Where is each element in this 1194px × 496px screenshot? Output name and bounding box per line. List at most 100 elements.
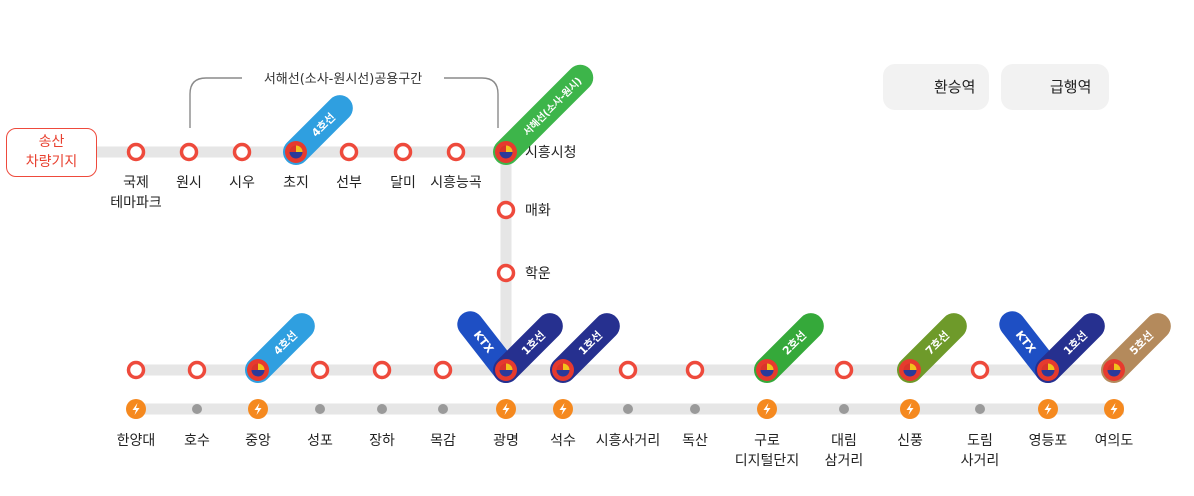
express-marker [900,399,920,419]
station-label: 선부 [336,175,362,191]
transfer-marker-blue [1041,370,1055,377]
station-label: 학운 [525,266,551,282]
station-marker [126,142,146,162]
transfer-marker-red [289,145,296,152]
transfer-marker-yellow [563,363,570,370]
station-label: 한양대 [117,433,156,449]
legend-transfer [883,64,989,110]
depot-line1: 송산 [38,134,65,150]
station-label: 성포 [307,433,333,449]
station-marker [187,360,207,380]
express-marker [126,399,146,419]
express-marker [1038,399,1058,419]
station-label: 달미 [390,175,416,191]
transfer-marker [247,359,269,381]
express-bolt-icon [1044,403,1052,415]
transfer-marker-yellow [506,145,513,152]
transfer-marker-yellow [1048,363,1055,370]
transfer-marker-red [251,363,258,370]
express-bolt-icon [1110,403,1118,415]
express-bolt-icon [502,403,510,415]
station-label: 여의도 [1095,433,1134,449]
legend-express [1001,64,1109,110]
station-marker [433,360,453,380]
local-dot [438,404,448,414]
transfer-marker-blue [760,370,774,377]
line-badge-pill [493,64,594,165]
line-badge-label: 서해선(소사-원시) [520,74,584,138]
station-label: 시흥능곡 [430,175,482,191]
station-marker [372,360,392,380]
transfer-marker-blue [289,152,303,159]
station-label: 국제 [123,175,149,191]
transfer-marker-red [1041,363,1048,370]
bracket-left [189,77,242,128]
station-label: 영등포 [1029,433,1068,449]
shared-section-bracket: 서해선(소사-원시선)공용구간 [189,72,499,128]
express-marker [496,399,516,419]
transfer-marker-yellow [910,363,917,370]
station-label: 초지 [283,175,309,191]
express-marker [757,399,777,419]
transfer-marker-yellow [767,363,774,370]
station-label: 석수 [550,433,576,449]
station-label: 테마파크 [110,195,162,211]
local-dot [192,404,202,414]
transfer-marker-red [760,363,767,370]
station-label: 중앙 [245,433,271,449]
transfer-marker-yellow [506,363,513,370]
depot-box: 송산 차량기지 [6,128,97,177]
express-marker [1104,399,1124,419]
station-marker [685,360,705,380]
station-marker [834,360,854,380]
station-label: 광명 [493,433,519,449]
transfer-marker-red [903,363,910,370]
depot-line2: 차량기지 [25,154,78,170]
express-marker [248,399,268,419]
station-marker [339,142,359,162]
transfer-marker-red [499,145,506,152]
transfer-marker [285,141,307,163]
local-dot [839,404,849,414]
station-label: 독산 [682,433,708,449]
express-bolt-icon [254,403,262,415]
station-label: 시우 [229,175,255,191]
transfer-marker-yellow [258,363,265,370]
station-marker [618,360,638,380]
transfer-marker [552,359,574,381]
station-label: 장하 [369,433,395,449]
station-marker [310,360,330,380]
transfer-marker-blue [1107,370,1121,377]
express-bolt-icon [906,403,914,415]
station-label: 원시 [176,175,202,191]
transfer-marker-blue [251,370,265,377]
station-label: 시흥사거리 [596,433,660,449]
transfer-marker [1037,359,1059,381]
local-dot [690,404,700,414]
express-bolt-icon [559,403,567,415]
transfer-marker-blue [499,370,513,377]
station-label: 매화 [525,203,551,219]
station-marker [496,263,516,283]
station-marker [446,142,466,162]
transfer-marker [1103,359,1125,381]
express-marker [553,399,573,419]
station-label: 시흥시청 [525,145,577,161]
station-label: 목감 [430,433,456,449]
transfer-marker-red [1107,363,1114,370]
transfer-marker-yellow [1114,363,1121,370]
station-marker [232,142,252,162]
station-marker [126,360,146,380]
stations [126,76,1125,419]
station-label: 삼거리 [825,453,864,469]
transfer-marker-blue [903,370,917,377]
local-dot [975,404,985,414]
station-label: 호수 [184,433,210,449]
legend-express-label: 급행역 [1050,78,1092,96]
station-label: 대림 [831,433,857,449]
transfer-marker-blue [499,152,513,159]
station-label: 디지털단지 [735,453,799,469]
transfer-marker-blue [556,370,570,377]
